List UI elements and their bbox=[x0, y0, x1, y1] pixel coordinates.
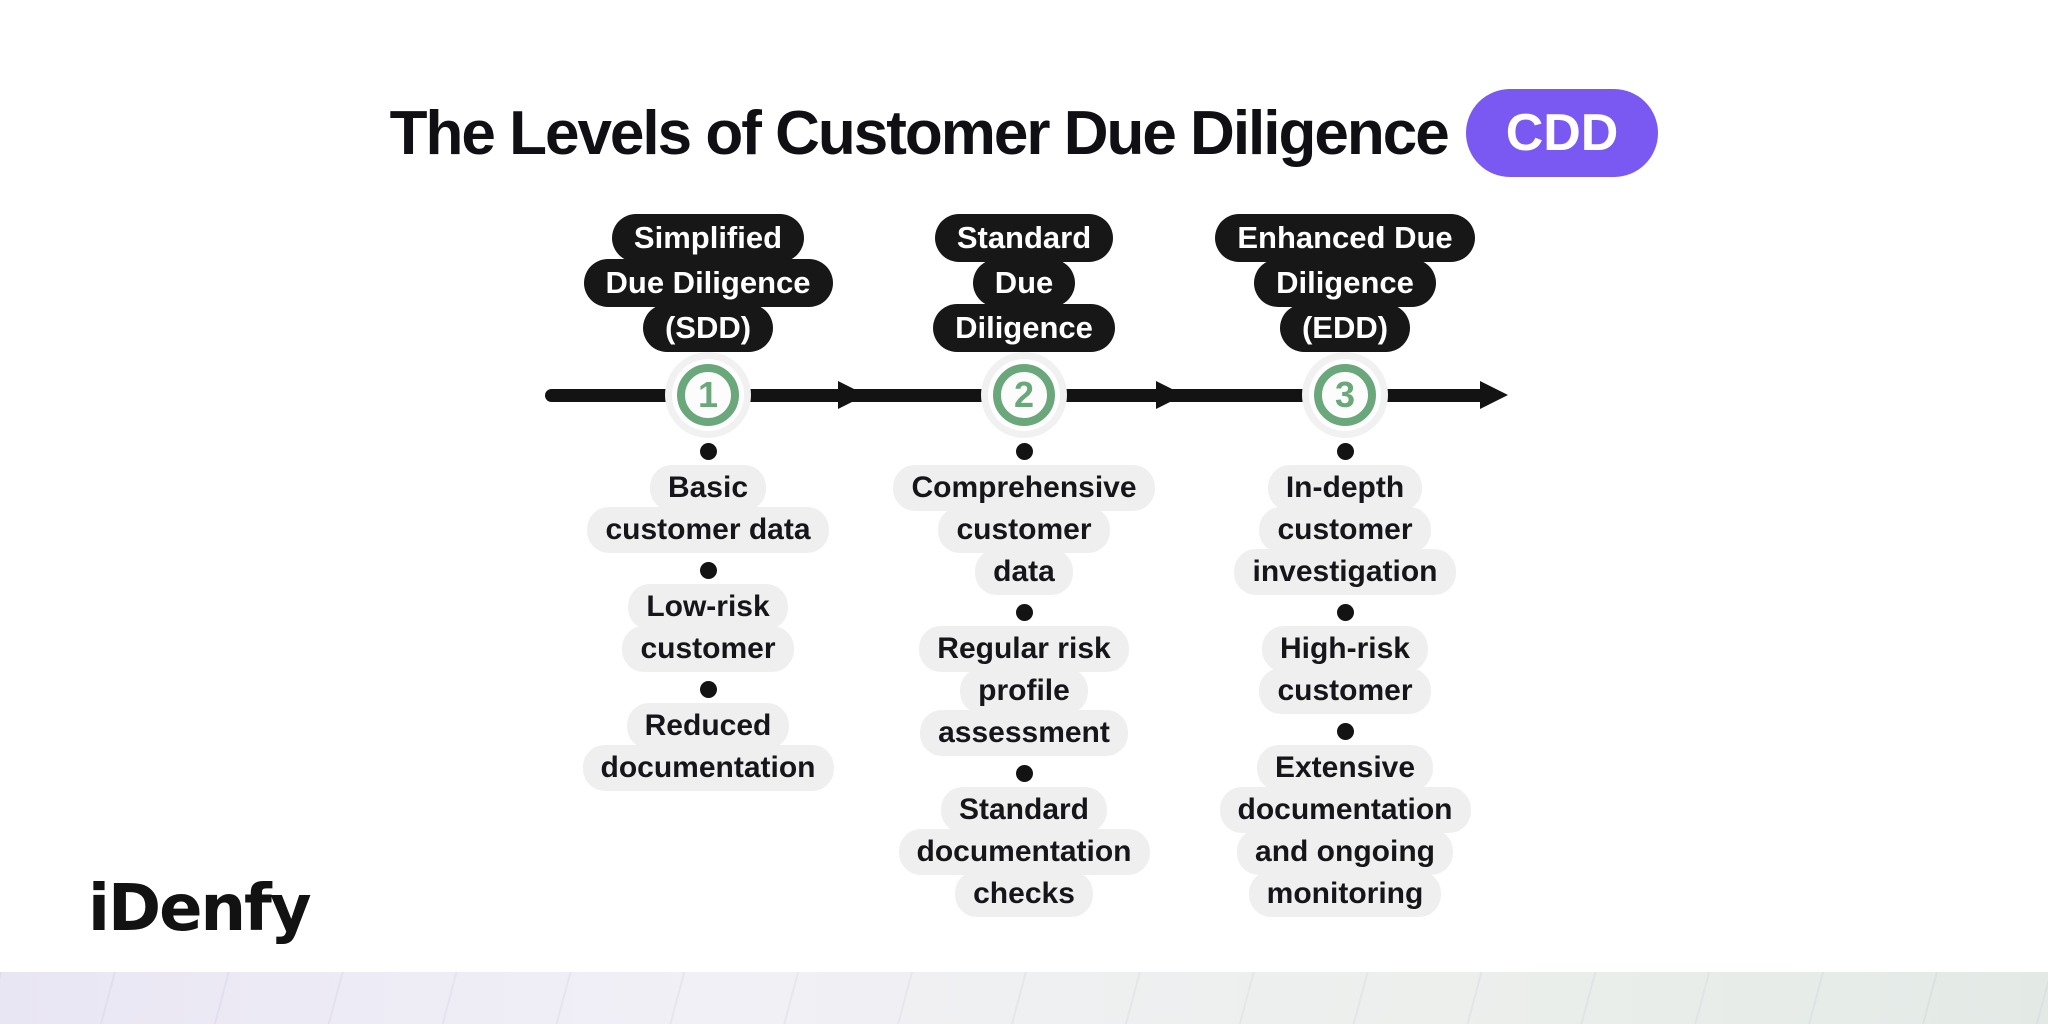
stage-number: 2 bbox=[993, 364, 1055, 426]
bullet-dot-icon bbox=[1336, 604, 1354, 621]
list-item-line: investigation bbox=[1234, 549, 1456, 595]
list-item-line: customer bbox=[938, 507, 1110, 553]
bullet-dot-icon bbox=[1015, 443, 1033, 460]
list-item-line: Extensive bbox=[1256, 745, 1434, 791]
list-item-line: Low-risk bbox=[628, 584, 788, 630]
list-item-line: Regular risk bbox=[919, 626, 1129, 672]
bullet-dot-icon bbox=[1336, 443, 1354, 460]
list-item-line: assessment bbox=[920, 710, 1128, 756]
footer-strip bbox=[0, 972, 2048, 1024]
stage-number: 3 bbox=[1314, 364, 1376, 426]
list-item-line: documentation bbox=[898, 829, 1150, 875]
list-item-line: documentation bbox=[582, 745, 834, 791]
list-item-line: monitoring bbox=[1248, 871, 1442, 917]
bullet-dot-icon bbox=[699, 443, 717, 460]
list-item-line: customer bbox=[1259, 507, 1431, 553]
bullet-dot-icon bbox=[1015, 765, 1033, 782]
list-item-line: Basic bbox=[649, 465, 767, 511]
stage-header-line: (SDD) bbox=[642, 304, 774, 352]
bullet-dot-icon bbox=[699, 562, 717, 579]
list-item-line: profile bbox=[960, 668, 1088, 714]
list-item-line: customer data bbox=[587, 507, 829, 553]
stage-header-line: Diligence bbox=[933, 304, 1115, 352]
title-row: The Levels of Customer Due Diligence CDD bbox=[0, 78, 2048, 188]
list-item-line: In-depth bbox=[1267, 465, 1423, 511]
arrow-right-icon bbox=[1480, 381, 1508, 409]
stage-header-line: Diligence bbox=[1254, 259, 1436, 307]
bullet-dot-icon bbox=[1336, 723, 1354, 740]
list-item-line: checks bbox=[955, 871, 1093, 917]
stage-header-line: Due Diligence bbox=[583, 259, 833, 307]
arrow-right-icon bbox=[1156, 381, 1184, 409]
stage-header-line: Standard bbox=[934, 214, 1114, 262]
stage-header-line: Enhanced Due bbox=[1215, 214, 1475, 262]
list-item-line: documentation bbox=[1219, 787, 1471, 833]
list-item-line: customer bbox=[622, 626, 794, 672]
list-item-line: Comprehensive bbox=[893, 465, 1155, 511]
stage-number-circle: 1 bbox=[665, 352, 751, 438]
stage-header-line: Simplified bbox=[611, 214, 805, 262]
brand-logo: iDenfy bbox=[88, 872, 312, 946]
list-item-line: High-risk bbox=[1261, 626, 1428, 672]
stage-number: 1 bbox=[677, 364, 739, 426]
list-item-line: Standard bbox=[940, 787, 1108, 833]
list-item-line: customer bbox=[1259, 668, 1431, 714]
stage-number-circle: 2 bbox=[981, 352, 1067, 438]
cdd-badge: CDD bbox=[1465, 89, 1659, 177]
stage-header-line: (EDD) bbox=[1279, 304, 1411, 352]
stage-number-circle: 3 bbox=[1302, 352, 1388, 438]
bullet-dot-icon bbox=[699, 681, 717, 698]
list-item-line: data bbox=[975, 549, 1073, 595]
page-title: The Levels of Customer Due Diligence bbox=[389, 98, 1450, 168]
arrow-right-icon bbox=[838, 381, 866, 409]
stage-header-line: Due bbox=[972, 259, 1076, 307]
list-item-line: and ongoing bbox=[1237, 829, 1453, 875]
bullet-dot-icon bbox=[1015, 604, 1033, 621]
list-item-line: Reduced bbox=[626, 703, 790, 749]
